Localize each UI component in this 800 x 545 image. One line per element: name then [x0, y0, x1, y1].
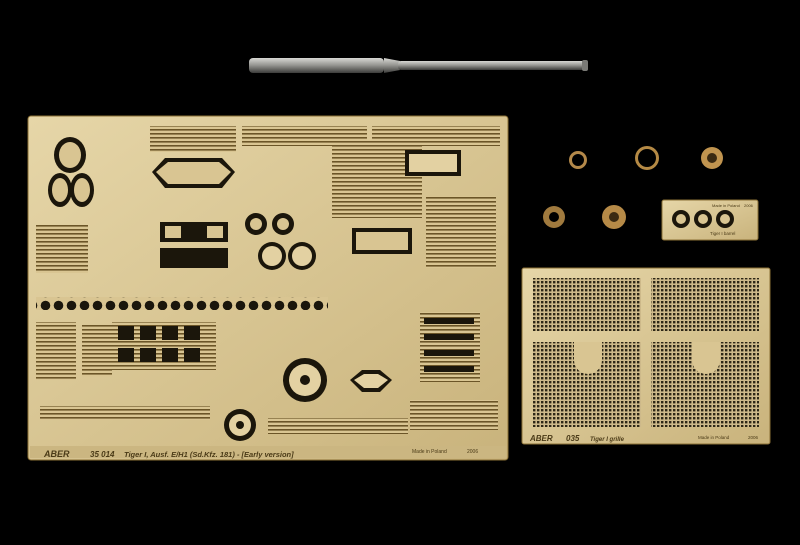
main-fret-title: Tiger I, Ausf. E/H1 (Sd.Kfz. 181) - [Ear…: [124, 450, 294, 459]
gun-barrel: [249, 58, 588, 73]
brass-ring-5: [602, 205, 626, 229]
main-fret-year: 2006: [467, 449, 478, 455]
small-fret-made-in: Made in Poland: [712, 203, 740, 208]
brass-ring-4: [543, 206, 565, 228]
grille-fret-year: 2006: [748, 435, 759, 440]
grille-fret-made-in: Made in Poland: [698, 435, 730, 440]
grille-fret-brand: ABER: [529, 434, 553, 443]
main-fret-made-in: Made in Poland: [412, 449, 447, 455]
main-fret-brand: ABER: [43, 449, 70, 459]
small-photo-etch-fret: [661, 199, 759, 241]
small-fret-year: 2006: [744, 203, 754, 208]
grille-fret-tag: Tiger I grille: [590, 437, 625, 443]
grille-photo-etch-fret: [521, 267, 771, 445]
brass-ring-1: [569, 151, 587, 169]
brass-ring-2: [635, 146, 659, 170]
main-fret-code: 35 014: [90, 450, 115, 459]
small-fret-caption: Tiger I barrel: [710, 231, 735, 236]
grille-fret-code: 035: [566, 434, 580, 443]
brass-ring-3: [701, 147, 723, 169]
main-photo-etch-fret: [27, 115, 509, 461]
